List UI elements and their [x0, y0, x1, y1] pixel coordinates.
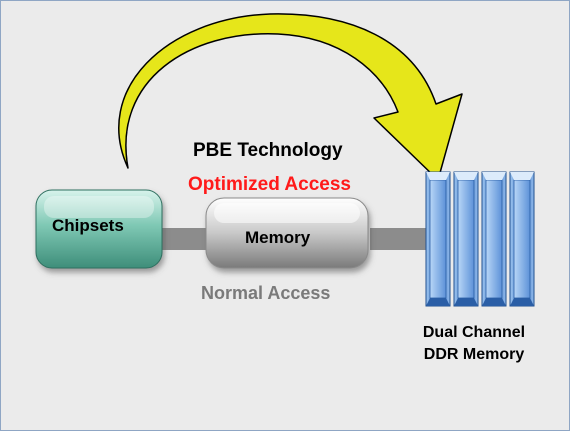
memory-label: Memory	[245, 228, 311, 247]
optimized-access-label: Optimized Access	[188, 174, 351, 195]
curved-arrow-icon	[118, 13, 463, 181]
normal-access-label: Normal Access	[201, 283, 331, 303]
connector-memory-dimm	[370, 228, 428, 250]
diagram-title: PBE Technology	[193, 140, 343, 161]
dual-channel-line1: Dual Channel	[422, 324, 526, 341]
chipset-box	[35, 189, 163, 269]
dual-channel-line2: DDR Memory	[423, 346, 525, 363]
connector-chipset-memory	[158, 228, 210, 250]
dual-channel-label: Dual Channel DDR Memory	[400, 322, 548, 366]
chipset-label: Chipsets	[52, 216, 124, 235]
memory-module-icon	[425, 171, 535, 307]
